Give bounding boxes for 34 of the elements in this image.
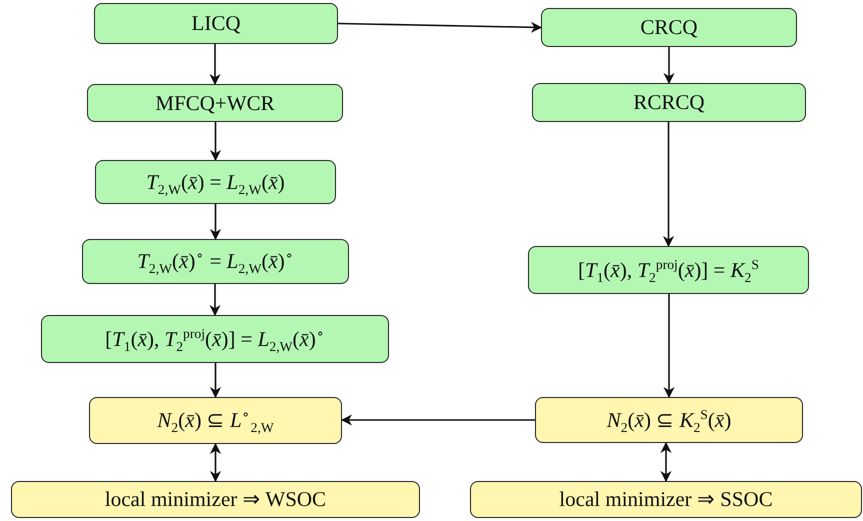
- condition-text: LICQ: [192, 11, 240, 36]
- arrow: [663, 294, 675, 398]
- condition-box: [94, 3, 338, 44]
- condition-text: MFCQ+WCR: [155, 90, 275, 116]
- condition-text: local minimizer ⇒ SSOC: [559, 487, 773, 512]
- condition-text: [T$_{1}$(x̄), T$_{2}$$^{proj}$(x̄)] = L$_{2,W}$(x̄)$^{∘}$: [105, 326, 325, 352]
- condition-box: [89, 397, 342, 444]
- condition-box: [541, 8, 797, 47]
- condition-box: [87, 84, 343, 122]
- arrow: [660, 442, 672, 482]
- condition-box: [82, 239, 349, 284]
- condition-box: [95, 160, 336, 204]
- condition-text: N$_{2}$(x̄) ⊆ K$_{2}$$^{S}$(x̄): [606, 408, 732, 432]
- condition-box: [528, 246, 809, 294]
- condition-text: T$_{2,W}$(x̄)$^{∘}$ = L$_{2,W}$(x̄)$^{∘}$: [137, 249, 294, 274]
- arrow: [210, 204, 222, 240]
- condition-text: CRCQ: [640, 15, 698, 40]
- arrow: [210, 442, 222, 482]
- condition-text: local minimizer ⇒ WSOC: [104, 487, 326, 512]
- condition-box: [11, 481, 420, 518]
- arrow: [209, 44, 221, 86]
- condition-box: [535, 397, 803, 443]
- arrow: [338, 22, 542, 33]
- condition-box: [532, 83, 806, 122]
- condition-text: T$_{2,W}$(x̄) = L$_{2,W}$(x̄): [146, 170, 285, 194]
- arrow: [210, 122, 222, 162]
- condition-box: [470, 481, 862, 518]
- condition-text: RCRCQ: [633, 90, 705, 115]
- arrow: [210, 363, 222, 398]
- arrow: [663, 47, 675, 84]
- arrow: [662, 122, 674, 248]
- condition-box: [41, 315, 389, 363]
- arrow: [209, 284, 221, 316]
- arrow: [340, 414, 535, 426]
